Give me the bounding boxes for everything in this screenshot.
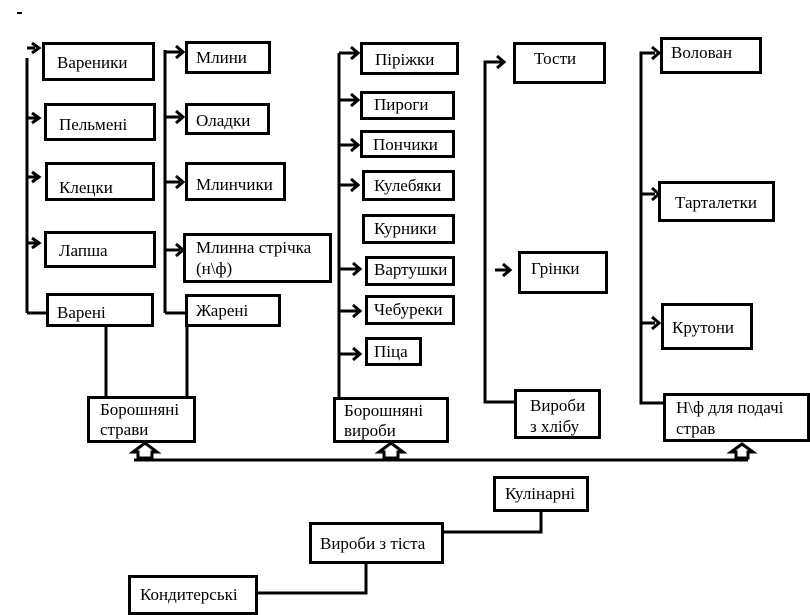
arrow-icon xyxy=(352,346,363,362)
arrow-icon xyxy=(31,111,42,125)
item-label: Волован xyxy=(671,43,733,62)
item-label: Млини xyxy=(196,48,247,67)
item-box-multiline: Млинна стрічка (н\ф) xyxy=(183,233,332,283)
boiled-box: Варені xyxy=(46,293,154,327)
confectionery-box: Кондитерські xyxy=(128,575,258,615)
item-box: Піріжки xyxy=(360,42,459,75)
item-box: Грінки xyxy=(518,251,608,294)
item-box: Тарталетки xyxy=(658,181,775,222)
arrow-icon xyxy=(350,92,361,108)
item-box: Тости xyxy=(513,42,606,84)
item-label: Пельмені xyxy=(59,115,128,134)
item-box: Оладки xyxy=(185,103,270,135)
category-box: Н\ф для подачі страв xyxy=(663,393,810,442)
item-box: Вартушки xyxy=(365,256,455,286)
culinary-box: Кулінарні xyxy=(493,476,589,512)
item-box: Волован xyxy=(660,37,762,74)
item-box: Пироги xyxy=(360,91,455,120)
item-box: Піца xyxy=(365,337,422,366)
item-label: Млинчики xyxy=(196,175,273,194)
arrow-icon xyxy=(175,44,186,60)
category-label-line: Борошняні xyxy=(344,401,424,420)
arrow-icon xyxy=(651,315,662,331)
item-box: Кулебяки xyxy=(362,170,455,201)
item-box: Курники xyxy=(362,214,455,244)
stray-mark xyxy=(17,12,22,14)
item-label: Клецки xyxy=(59,178,113,197)
arrow-icon xyxy=(350,45,361,61)
fried-box: Жарені xyxy=(185,294,281,327)
category-box: Вироби з хлібу xyxy=(514,389,601,439)
arrow-icon xyxy=(651,45,662,61)
item-box: Клецки xyxy=(45,162,155,201)
item-box: Млинчики xyxy=(185,162,286,201)
item-box: Вареники xyxy=(42,42,155,81)
item-label: Курники xyxy=(374,219,437,238)
confectionery-label: Кондитерські xyxy=(140,585,238,604)
category-label-line: Н\ф для подачі xyxy=(676,398,784,417)
hollow-up-arrow-icon xyxy=(374,441,408,460)
category-label-line: страв xyxy=(676,419,716,438)
root-to-confectionery-line xyxy=(256,562,368,595)
arrow-icon xyxy=(350,177,361,193)
category-label-line: вироби xyxy=(344,421,396,440)
item-box: Млини xyxy=(185,41,271,74)
item-box: Чебуреки xyxy=(365,295,455,325)
arrow-icon xyxy=(31,170,42,184)
serving-trunk-line xyxy=(639,51,665,405)
arrow-icon xyxy=(350,137,361,153)
arrow-icon xyxy=(175,174,186,190)
hollow-up-arrow-icon xyxy=(726,442,758,460)
arrow-icon xyxy=(352,303,363,319)
arrow-icon xyxy=(175,109,186,125)
item-label-line: (н\ф) xyxy=(196,259,233,278)
item-label: Вареники xyxy=(57,53,128,72)
item-box: Пельмені xyxy=(44,103,156,141)
arrow-icon xyxy=(31,236,42,250)
category-label-line: Борошняні xyxy=(100,400,180,419)
arrow-icon xyxy=(496,54,507,70)
item-label: Піца xyxy=(374,342,408,361)
item-label: Оладки xyxy=(196,111,251,130)
root-label: Вироби з тіста xyxy=(320,534,426,553)
category-label-line: страви xyxy=(100,420,149,439)
item-label-line: Млинна стрічка xyxy=(196,238,312,257)
item-box: Лапша xyxy=(44,231,156,268)
bread-trunk-line xyxy=(483,60,515,404)
item-label: Тости xyxy=(534,49,577,68)
arrow-icon xyxy=(31,41,42,55)
item-box: Пончики xyxy=(360,130,455,158)
boiled-label: Варені xyxy=(57,303,106,322)
item-label: Лапша xyxy=(59,241,108,260)
item-label: Кулебяки xyxy=(374,176,442,195)
item-label: Крутони xyxy=(672,318,735,337)
category-label-line: з хлібу xyxy=(530,417,580,436)
arrow-icon xyxy=(352,261,363,277)
item-label: Пироги xyxy=(374,95,429,114)
fried-label: Жарені xyxy=(196,301,249,320)
arrow-icon xyxy=(502,262,513,278)
root-to-culinary-line xyxy=(441,510,543,534)
item-box: Крутони xyxy=(661,303,753,350)
category-label-line: Вироби xyxy=(530,396,586,415)
item-label: Тарталетки xyxy=(675,193,757,212)
item-label: Піріжки xyxy=(375,50,435,69)
item-label: Чебуреки xyxy=(374,300,443,319)
item-label: Пончики xyxy=(373,135,438,154)
culinary-label: Кулінарні xyxy=(505,484,575,503)
root-box: Вироби з тіста xyxy=(309,522,444,564)
hollow-up-arrow-icon xyxy=(128,441,162,460)
item-label: Грінки xyxy=(531,259,580,278)
item-label: Вартушки xyxy=(374,260,448,279)
